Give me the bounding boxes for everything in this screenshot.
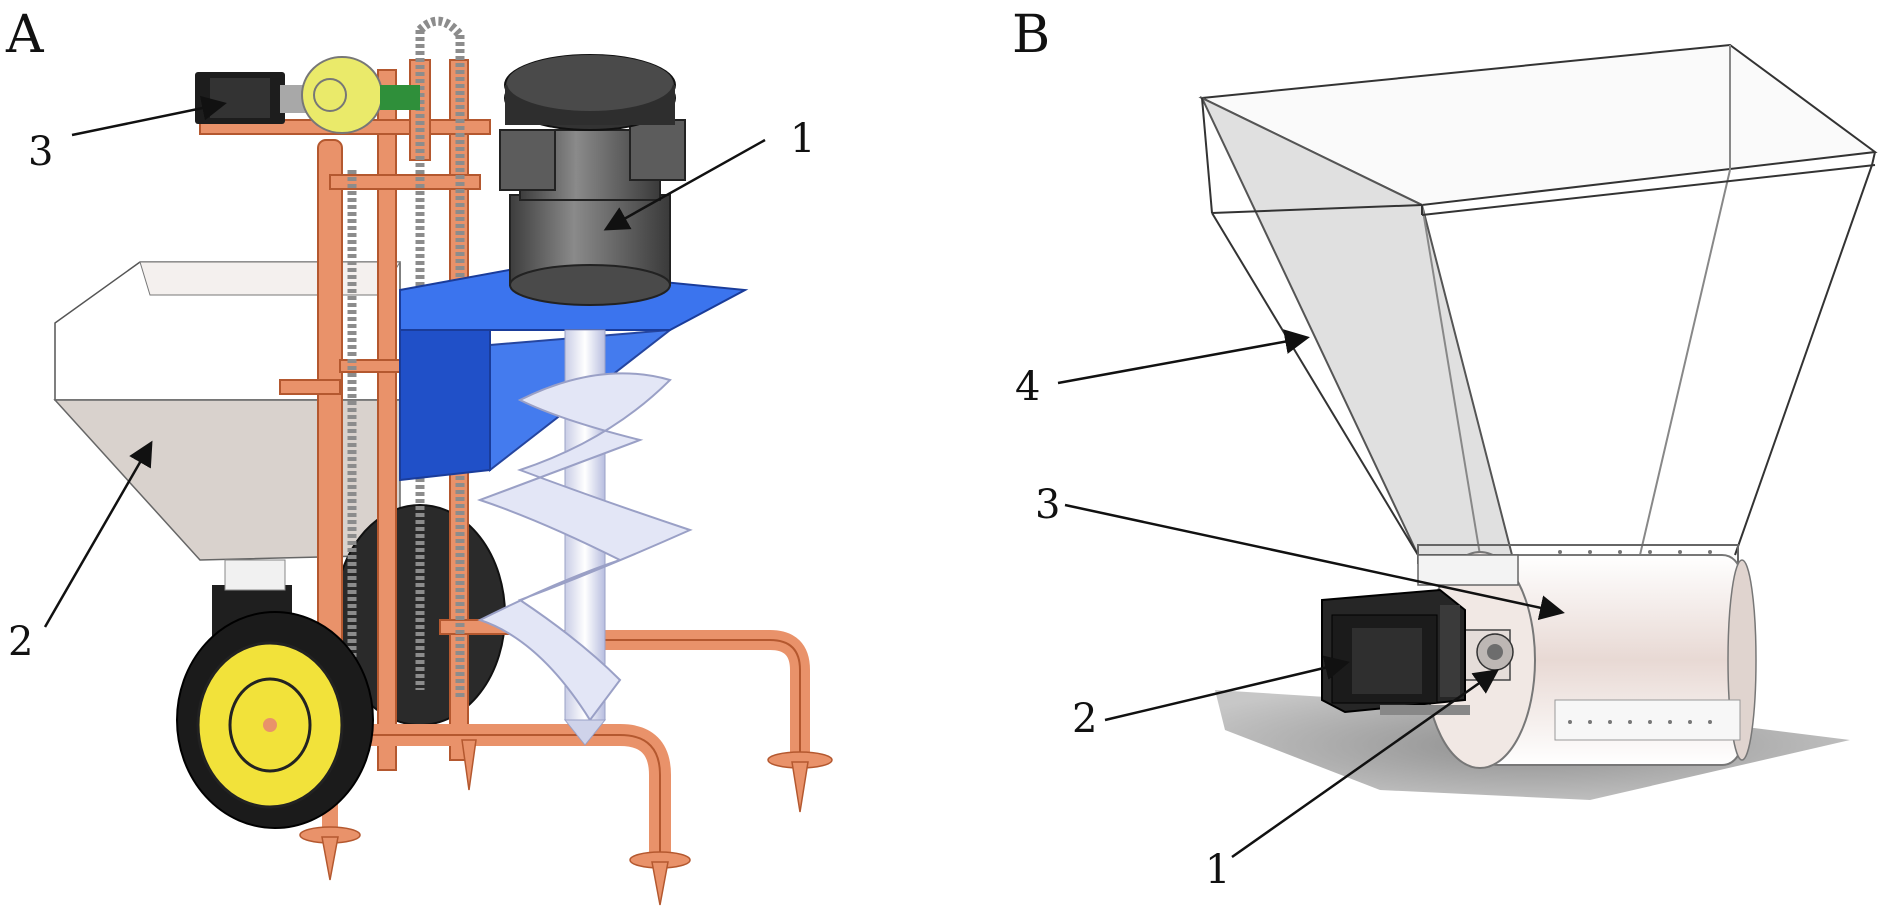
gearbox-a xyxy=(301,56,420,134)
callout-b-4: 4 xyxy=(1015,364,1040,410)
front-wheel xyxy=(176,611,374,829)
frame-a xyxy=(199,59,810,860)
panel-a-label: A xyxy=(5,5,45,65)
panel-b-label: B xyxy=(1012,5,1050,65)
main-motor-a xyxy=(499,54,686,306)
callout-line-a-3 xyxy=(71,95,227,137)
callout-b-1: 1 xyxy=(1205,847,1230,893)
callout-a-2: 2 xyxy=(8,619,33,665)
hopper-b xyxy=(1198,43,1878,564)
callout-line-b-3 xyxy=(1064,503,1565,620)
callout-a-3: 3 xyxy=(28,129,53,175)
ground-spikes xyxy=(299,739,833,906)
servo-motor-a xyxy=(195,72,310,124)
callout-line-a-1 xyxy=(603,138,766,231)
callout-a-1: 1 xyxy=(790,116,815,162)
panel-b: B xyxy=(1012,5,1878,893)
callout-line-a-2 xyxy=(43,440,153,628)
auger-screw xyxy=(477,329,693,746)
hopper-a xyxy=(53,261,401,561)
callout-line-b-4 xyxy=(1057,329,1310,385)
panel-a: A xyxy=(5,5,833,906)
callout-b-3: 3 xyxy=(1035,482,1060,528)
callout-line-b-1 xyxy=(1231,669,1500,859)
stepper-motor-b xyxy=(1321,588,1470,715)
callout-line-b-2 xyxy=(1104,655,1350,722)
callout-b-2: 2 xyxy=(1072,696,1097,742)
